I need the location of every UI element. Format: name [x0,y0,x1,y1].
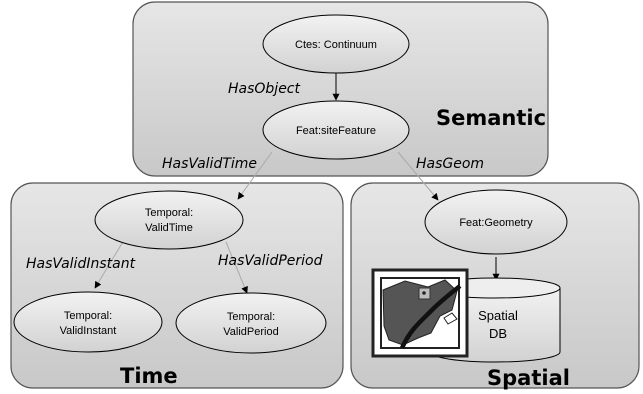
map-thumbnail-icon [371,268,469,358]
valid-instant-node [13,291,163,353]
geometry-label: Feat:Geometry [459,217,533,229]
site-feature-node [262,100,410,160]
edge-has-geom [397,151,439,201]
has-valid-instant-label: HasValidInstant [26,256,136,272]
has-geom-label: HasGeom [416,156,484,172]
semantic-panel-title: Semantic [436,106,546,130]
valid-instant-label-2: ValidInstant [60,325,117,337]
valid-instant-label-1: Temporal: [64,310,112,322]
time-panel-title: Time [120,364,178,388]
continuum-label: Ctes: Continuum [295,39,377,51]
edge-has-valid-instant [94,239,125,289]
valid-period-label-1: Temporal: [227,311,275,323]
valid-period-label-2: ValidPeriod [223,326,278,338]
has-object-label: HasObject [228,81,301,97]
valid-time-label-1: Temporal: [145,207,193,219]
continuum-node [262,14,410,74]
has-valid-period-label: HasValidPeriod [218,253,323,269]
site-feature-label: Feat:siteFeature [296,125,376,137]
valid-period-node [175,292,327,354]
valid-time-label-2: ValidTime [145,222,193,234]
geometry-node [424,189,568,255]
valid-time-node [94,190,244,250]
edge-has-valid-period [225,241,248,294]
semantic-panel [132,1,549,177]
has-valid-time-label: HasValidTime [162,156,257,172]
db-label-2: DB [489,326,507,341]
edge-has-valid-time [237,151,273,200]
db-label-1: Spatial [478,308,518,323]
spatial-panel-title: Spatial [487,366,570,390]
